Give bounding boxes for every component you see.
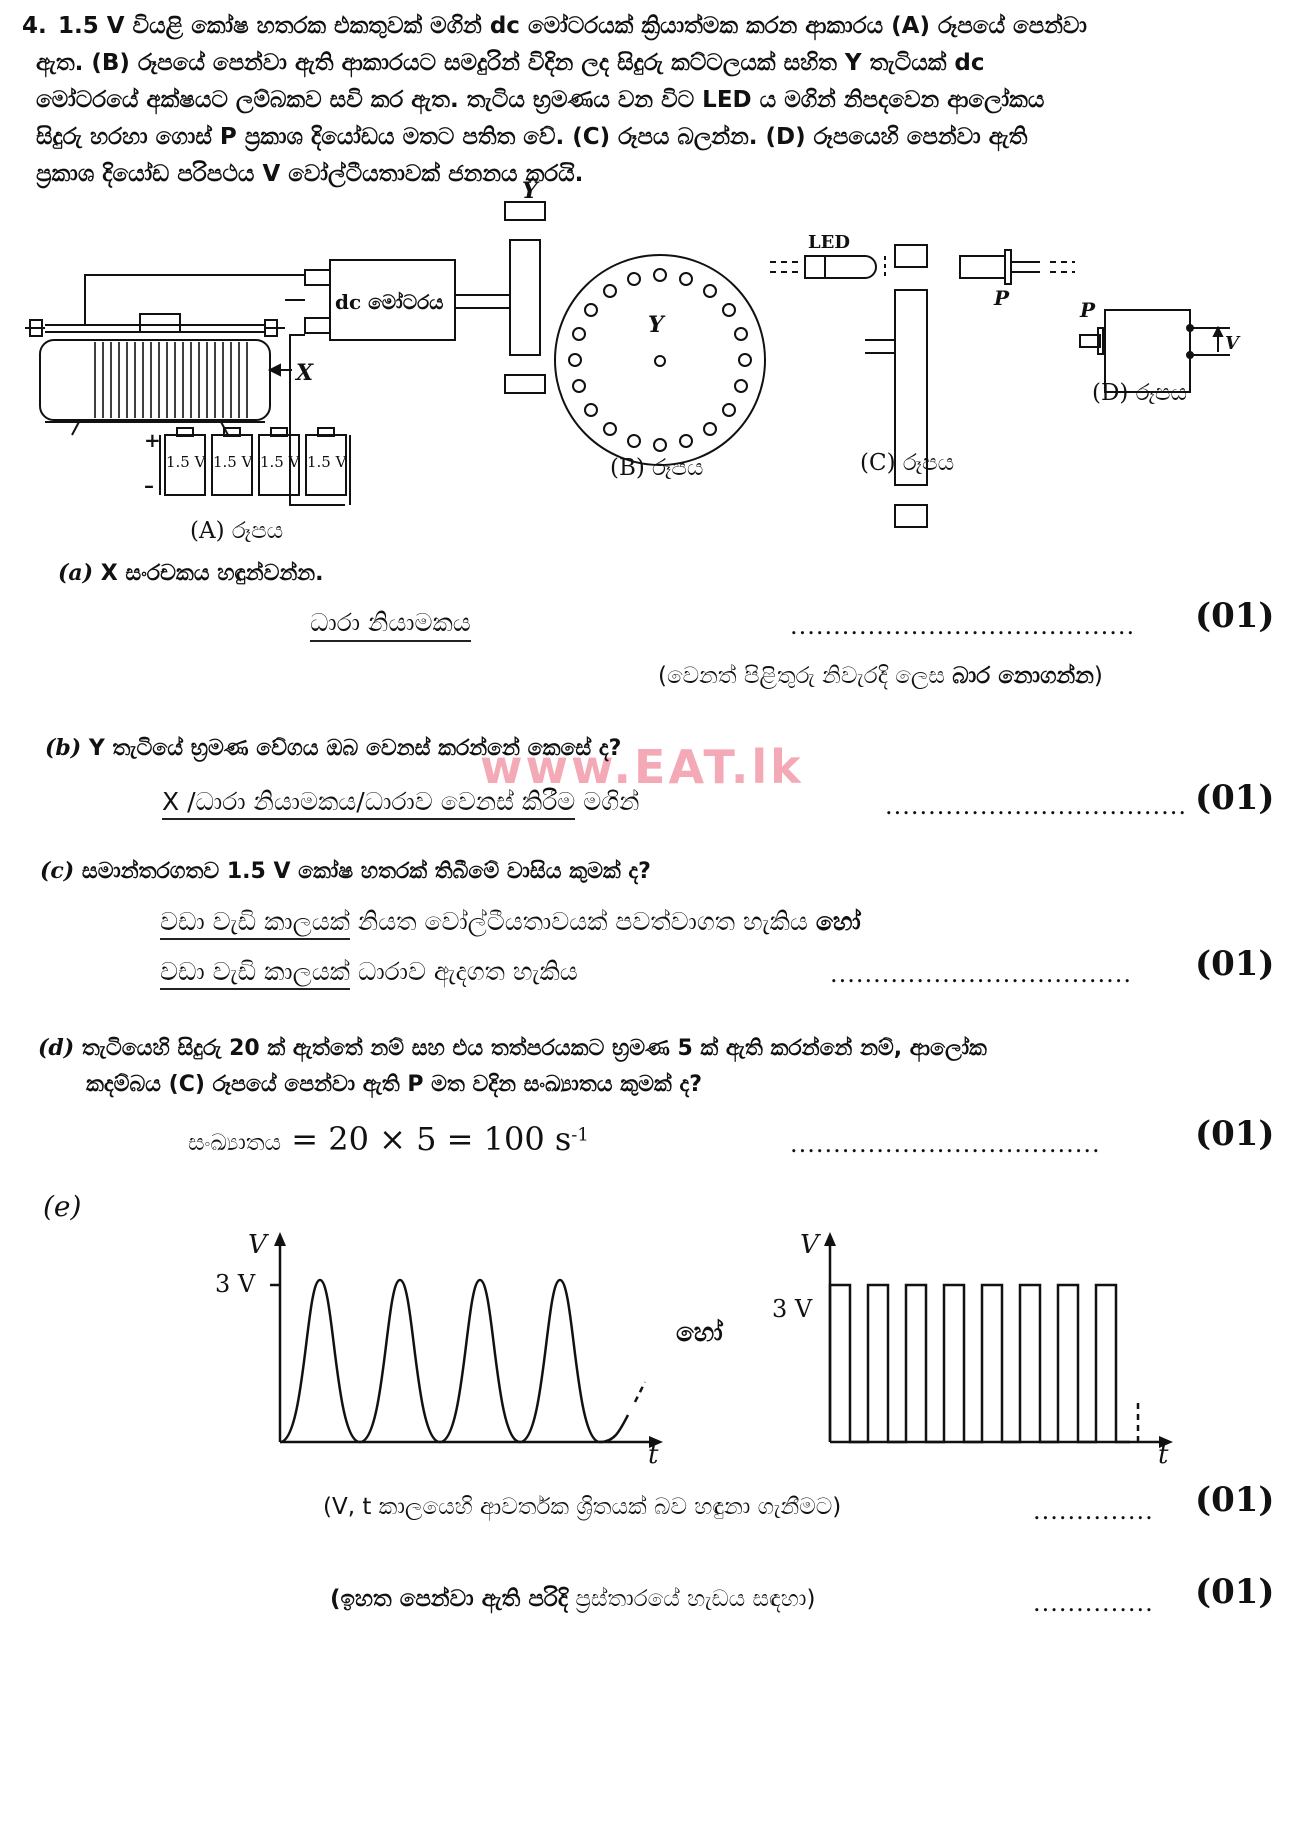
part-a-note: (වෙනත් පිළිතුරු නිවැරදි ලෙස බාර නොගන්න) xyxy=(658,663,1103,689)
part-d-answer-formula: = 20 × 5 = 100 s xyxy=(281,1120,572,1158)
minus-sign: – xyxy=(144,473,154,497)
motor-label: dc මෝටරය xyxy=(335,290,444,314)
part-d-answer-sup: -1 xyxy=(571,1124,589,1146)
led-label: LED xyxy=(808,232,850,253)
part-c-text: සමාන්තරගතව 1.5 V කෝෂ හතරක් තිබීමේ වාසිය … xyxy=(81,859,651,884)
x-label: X xyxy=(296,360,314,386)
part-a-note-bold: බාර නොගන්න xyxy=(952,663,1094,689)
part-e-line-1-mark: (01) xyxy=(1195,1480,1275,1520)
part-e-line-2-dots: .............. xyxy=(1033,1589,1154,1617)
part-b-text: Y තැටියේ භ්‍රමණ වේගය ඔබ වෙනස් කරන්නේ කෙස… xyxy=(88,736,622,761)
part-e-line-2-bold: (ඉහත පෙන්වා ඇති පරිදි xyxy=(330,1586,569,1612)
part-a-label: (a) xyxy=(58,560,94,586)
caption-c: (C) රූපය xyxy=(860,450,955,476)
part-d-text-2: කදම්බය (C) රූපයේ පෙන්වා ඇති P මත වදින සං… xyxy=(86,1072,702,1097)
part-c-line-2-underlined: වඩා වැඩි කාලයක් xyxy=(160,957,350,990)
peaks-curve xyxy=(279,1278,630,1444)
graph-1-v: V xyxy=(248,1230,267,1260)
part-e-line-2-rest: ප්‍රස්තාරයේ හැඩය සඳහා) xyxy=(568,1586,816,1612)
photodiode-label-c: P xyxy=(994,286,1010,310)
square-wave xyxy=(828,1283,1130,1444)
part-b-mark: (01) xyxy=(1195,778,1275,818)
question-intro: 1.5 V වියළි කෝෂ හතරක එකතුවක් මගින් dc මෝ… xyxy=(36,8,1268,193)
part-c-line-2: වඩා වැඩි කාලයක් ධාරාව ඇදගත හැකිය xyxy=(160,957,578,990)
wire-right xyxy=(289,334,345,506)
cell-3-label: 1.5 V xyxy=(260,453,300,471)
part-b-answer-rest: මගින් xyxy=(575,787,640,816)
part-e-label: (e) xyxy=(43,1190,82,1223)
part-e-line-2: (ඉහත පෙන්වා ඇති පරිදි ප්‍රස්තාරයේ හැඩය ස… xyxy=(330,1586,815,1612)
photodiode-p xyxy=(959,255,1006,279)
rheostat-x xyxy=(39,339,271,421)
part-a-answer: ධාරා නියාමකය xyxy=(310,608,471,642)
part-d-answer: සංඛ්‍යාතය = 20 × 5 = 100 s-1 xyxy=(188,1120,589,1158)
watermark: www.EAT.lk xyxy=(480,740,804,794)
part-d-label: (d) xyxy=(38,1035,75,1061)
voltage-label-d: V xyxy=(1225,333,1239,354)
wire-top xyxy=(84,274,305,325)
cell-1-label: 1.5 V xyxy=(166,453,206,471)
part-c-line-1-underlined: වඩා වැඩි කාලයක් xyxy=(160,907,350,940)
part-c-or: හෝ xyxy=(815,907,861,936)
question-number: 4. xyxy=(22,13,47,39)
graphs-e xyxy=(270,1232,1173,1448)
or-text: හෝ xyxy=(676,1318,723,1348)
led xyxy=(804,255,826,279)
graph-2-level: 3 V xyxy=(772,1295,813,1323)
part-a-note-suffix: ) xyxy=(1093,663,1103,689)
part-a-dots: ........................................ xyxy=(790,612,1136,640)
part-b-answer: X /ධාරා නියාමකය/ධාරාව වෙනස් කිරීම මගින් xyxy=(162,787,640,820)
part-e-line-1-dots: .............. xyxy=(1033,1497,1154,1525)
part-a-text: X සංරචකය හඳුන්වන්න. xyxy=(100,561,324,586)
part-a-mark: (01) xyxy=(1195,596,1275,636)
intro-line-5: ප්‍රකාශ දියෝඩ පරිපථය V වෝල්ටීයතාවක් ජනනය… xyxy=(36,161,584,187)
part-e-line-2-mark: (01) xyxy=(1195,1572,1275,1612)
part-c-line-1: වඩා වැඩි කාලයක් නියත වෝල්ටීයතාවයක් පවත්ව… xyxy=(160,907,861,940)
part-b-question: (b) Y තැටියේ භ්‍රමණ වේගය ඔබ වෙනස් කරන්නේ… xyxy=(45,735,621,761)
part-e-line-1: (V, t කාලයෙහි ආවර්තක ශ්‍රිතයක් බව හඳුනා … xyxy=(323,1494,842,1520)
part-b-label: (b) xyxy=(45,735,82,761)
disk-y xyxy=(554,254,766,466)
intro-line-2: ඇත. (B) රූපයේ පෙන්වා ඇති ආකාරයට සමදුරින්… xyxy=(36,50,985,76)
dc-motor xyxy=(329,259,456,341)
intro-line-1: 1.5 V වියළි කෝෂ හතරක එකතුවක් මගින් dc මෝ… xyxy=(58,13,1087,39)
part-c-line-1-rest: නියත වෝල්ටීයතාවයක් පවත්වාගත හැකිය xyxy=(349,907,816,936)
graph-1-level: 3 V xyxy=(215,1270,256,1298)
cell-2-label: 1.5 V xyxy=(213,453,253,471)
disk-y-label: Y xyxy=(648,312,664,338)
part-c-label: (c) xyxy=(40,858,75,884)
part-d-question: (d) තැටියෙහි සිදුරු 20 ක් ඇත්තේ නම් සහ එ… xyxy=(38,1030,987,1103)
part-d-answer-label: සංඛ්‍යාතය xyxy=(188,1130,282,1156)
photodiode-label-d: P xyxy=(1080,298,1096,322)
part-d-mark: (01) xyxy=(1195,1114,1275,1154)
graph-2-v: V xyxy=(800,1230,819,1260)
intro-line-4: සිදුරු හරහා ගොස් P ප්‍රකාශ දියෝඩය මතට පත… xyxy=(36,124,1028,150)
graph-1-t: t xyxy=(648,1440,659,1470)
part-c-question: (c) සමාන්තරගතව 1.5 V කෝෂ හතරක් තිබීමේ වා… xyxy=(40,858,651,884)
part-d-text-1: තැටියෙහි සිදුරු 20 ක් ඇත්තේ නම් සහ එය තත… xyxy=(81,1036,987,1061)
part-b-answer-underlined: X /ධාරා නියාමකය/ධාරාව වෙනස් කිරීම xyxy=(162,787,576,820)
caption-a: (A) රූපය xyxy=(190,518,284,544)
part-c-dots: ................................... xyxy=(830,960,1133,988)
graph-2-t: t xyxy=(1158,1440,1169,1470)
part-b-dots: ................................... xyxy=(885,792,1188,820)
intro-line-3: මෝටරයේ අක්ෂයට ලම්බකව සවි කර ඇත. තැටිය භ්… xyxy=(36,87,1045,113)
figures-diagram xyxy=(25,201,1230,528)
caption-d: (D) රූපය xyxy=(1092,380,1188,406)
plus-sign: + xyxy=(144,428,161,452)
disk-side-view xyxy=(509,239,541,356)
part-a-question: (a) X සංරචකය හඳුන්වන්න. xyxy=(58,560,324,586)
figure-y-side-label: Y xyxy=(522,178,538,204)
part-d-dots: .................................... xyxy=(790,1130,1101,1158)
caption-b: (B) රූපය xyxy=(610,455,704,481)
part-c-line-2-rest: ධාරාව ඇදගත හැකිය xyxy=(349,957,578,986)
part-c-mark: (01) xyxy=(1195,944,1275,984)
part-a-note-prefix: (වෙනත් පිළිතුරු නිවැරදි ලෙස xyxy=(658,663,953,689)
cell-4-label: 1.5 V xyxy=(307,453,347,471)
